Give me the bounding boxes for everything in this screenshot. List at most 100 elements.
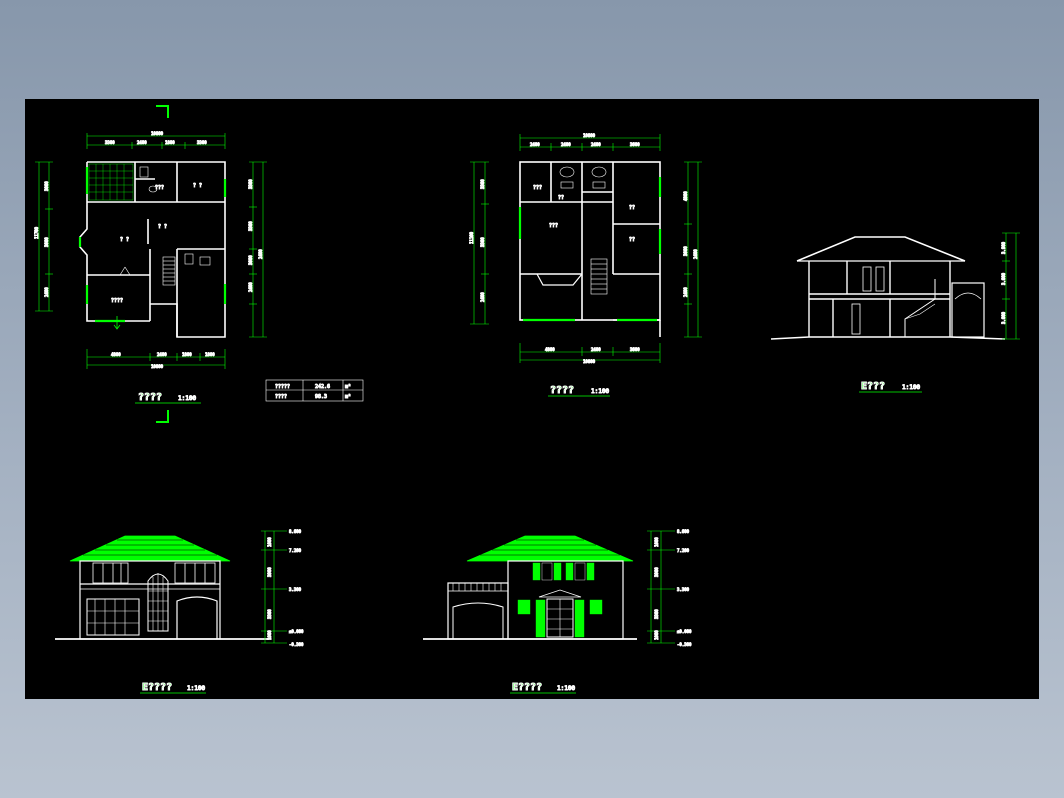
room-label: ??? <box>155 185 164 191</box>
area-label: ???? <box>275 394 287 400</box>
fixtures <box>559 166 607 189</box>
section-annex <box>951 282 985 338</box>
dim-label: 1000 <box>654 630 659 640</box>
section-window <box>851 303 861 335</box>
section-scale: 1:100 <box>902 384 920 391</box>
dim-label: 3600 <box>683 246 688 256</box>
left-dimensions <box>35 161 53 312</box>
elevation-levels <box>647 530 675 644</box>
bottom-dimensions <box>86 349 226 369</box>
elevation-levels <box>261 530 287 644</box>
room-label: ?? <box>629 205 635 211</box>
dim-label: 1800 <box>182 352 192 357</box>
corner-mark <box>156 410 169 423</box>
entry-arrow <box>113 316 121 330</box>
dim-label: 2400 <box>137 140 147 145</box>
cad-drawing: 10800 3300 2400 1800 3300 4800 2400 1800… <box>34 105 1020 694</box>
room-label: ? ? <box>120 237 129 243</box>
dim-label: 3600 <box>630 142 640 147</box>
section-window <box>875 266 885 292</box>
door-pediment <box>538 589 582 598</box>
area-unit: m² <box>345 394 351 400</box>
elevation-title: E???? <box>142 682 172 693</box>
level-label: -0.300 <box>289 642 304 647</box>
section-walls <box>808 261 951 337</box>
dim-label: 2400 <box>591 142 601 147</box>
top-dimensions <box>519 134 661 151</box>
room-label: ?? <box>629 237 635 243</box>
dim-label: 3900 <box>267 567 272 577</box>
section-title: E??? <box>861 381 885 392</box>
level-label: 7.200 <box>289 548 302 553</box>
dim-label: 2400 <box>157 352 167 357</box>
section-dimensions <box>1002 232 1020 340</box>
section-window <box>862 266 872 292</box>
window-marks <box>518 177 662 322</box>
dim-label: 2400 <box>683 287 688 297</box>
dim-label: 2400 <box>591 347 601 352</box>
left-dimensions <box>470 161 489 325</box>
level-label: 8.600 <box>289 529 302 534</box>
bottom-dimensions <box>519 343 661 363</box>
elevation-scale: 1:100 <box>557 685 575 692</box>
dim-overall-top: 10800 <box>583 133 596 138</box>
window-marks <box>78 167 227 323</box>
top-dimensions <box>86 133 226 149</box>
walls <box>79 161 226 338</box>
dim-label: 2400 <box>561 142 571 147</box>
level-label: 3.900 <box>1001 241 1006 254</box>
lower-bay-window <box>86 598 140 636</box>
level-label: 8.600 <box>677 529 690 534</box>
elevation-scale: 1:100 <box>187 685 205 692</box>
door-shutters <box>517 599 603 638</box>
stair <box>590 258 608 295</box>
section-ground <box>770 336 1006 340</box>
dim-label: 3600 <box>630 347 640 352</box>
dim-label: 3300 <box>654 609 659 619</box>
room-label: ??? <box>549 223 558 229</box>
dim-label: 1800 <box>205 352 215 357</box>
dim-label: 2400 <box>44 287 49 297</box>
room-label: ?? <box>558 195 564 201</box>
level-label: ±0.000 <box>677 629 692 634</box>
dim-label: 2400 <box>258 249 263 259</box>
arched-window <box>147 573 169 632</box>
hatched-floor <box>88 163 134 201</box>
dim-label: 2400 <box>248 282 253 292</box>
level-label: ±0.000 <box>289 629 304 634</box>
plan-title: ???? <box>138 392 162 403</box>
dim-label: 3300 <box>248 179 253 189</box>
cad-drawing-sheet: 10800 3300 2400 1800 3300 4800 2400 1800… <box>25 99 1039 699</box>
garage-door <box>176 596 218 639</box>
dim-label: 4800 <box>545 347 555 352</box>
upper-windows <box>92 562 216 584</box>
section-stair <box>904 279 936 337</box>
dim-label: 11700 <box>34 226 39 239</box>
dim-label: 3300 <box>105 140 115 145</box>
dim-overall-bottom: 10800 <box>151 364 164 369</box>
fixtures <box>119 166 211 276</box>
level-label: 3.300 <box>677 587 690 592</box>
dim-label: 3000 <box>44 181 49 191</box>
right-dimensions <box>684 161 702 338</box>
dim-label: 3300 <box>197 140 207 145</box>
room-label: ??? <box>533 185 542 191</box>
room-label: ? ? <box>158 224 167 230</box>
dim-label: 11100 <box>469 231 474 244</box>
garage-door <box>452 602 504 639</box>
dim-label: 2400 <box>480 292 485 302</box>
dim-label: 1600 <box>267 537 272 547</box>
room-label: ? ? <box>193 183 202 189</box>
elevation-body <box>79 560 221 640</box>
bay-outline <box>536 273 583 286</box>
ground-floor-plan: 10800 3300 2400 1800 3300 4800 2400 1800… <box>34 105 364 423</box>
dim-overall-bottom: 10800 <box>583 359 596 364</box>
area-value: 98.3 <box>315 394 327 400</box>
level-label: 3.000 <box>1001 311 1006 324</box>
stair <box>162 256 176 286</box>
dim-label: 1000 <box>267 630 272 640</box>
dim-label: 2400 <box>693 249 698 259</box>
right-dimensions <box>249 161 267 338</box>
dim-label: 3600 <box>44 237 49 247</box>
balcony-rail <box>452 583 502 591</box>
